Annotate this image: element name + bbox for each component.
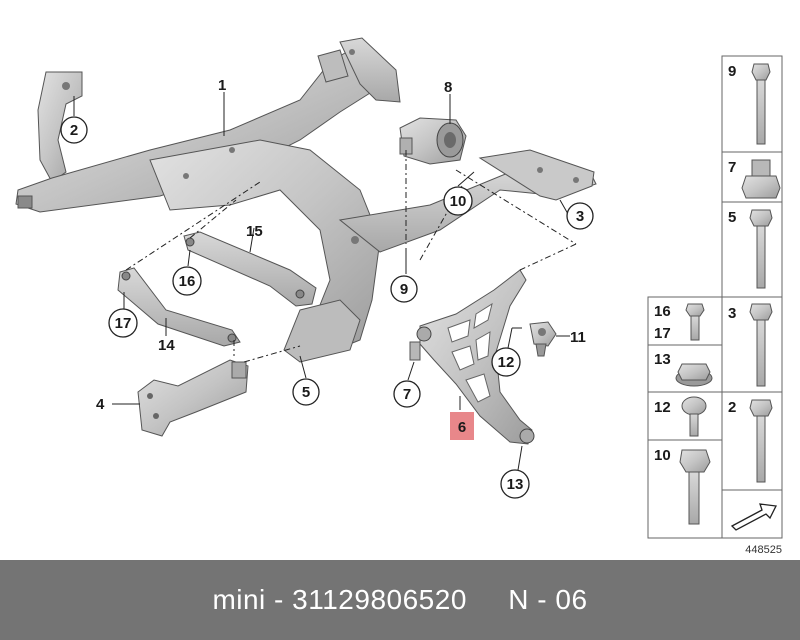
callout-9: 9	[390, 275, 418, 303]
callout-10: 10	[443, 186, 473, 216]
svg-text:5: 5	[302, 384, 310, 401]
nut-7-icon	[741, 159, 781, 199]
callout-13: 13	[500, 469, 530, 499]
footer-position-code: N - 06	[508, 584, 588, 615]
footer-separator: -	[265, 584, 293, 615]
svg-text:12: 12	[498, 354, 515, 371]
bolt-16-17-icon	[685, 303, 705, 341]
callout-2: 2	[60, 116, 88, 144]
svg-text:16: 16	[179, 273, 196, 290]
side-label-5: 5	[728, 209, 736, 226]
parts-diagram: 1 2 8 10 3 15 16 9 17 14 4 5 7 6	[15, 37, 783, 556]
side-label-7: 7	[728, 159, 736, 176]
side-label-3: 3	[728, 305, 736, 322]
svg-text:7: 7	[403, 386, 411, 403]
subframe-part[interactable]	[15, 37, 597, 363]
callout-15: 15	[246, 223, 263, 240]
side-label-12: 12	[654, 399, 671, 416]
footer-gap	[467, 584, 508, 616]
ball-joint-part[interactable]	[529, 321, 557, 357]
footer-brand: mini	[212, 584, 266, 615]
callout-4: 4	[96, 396, 105, 413]
callout-14: 14	[158, 337, 175, 354]
side-label-9: 9	[728, 63, 736, 80]
bolt-9-icon	[751, 63, 771, 145]
callout-1: 1	[218, 77, 226, 94]
callout-3: 3	[566, 202, 594, 230]
svg-text:2: 2	[70, 122, 78, 139]
callout-6-highlighted: 6	[450, 412, 474, 440]
support-4-part[interactable]	[137, 359, 249, 437]
direction-arrow-icon	[726, 494, 778, 534]
side-label-13: 13	[654, 351, 671, 368]
leader-lines	[73, 92, 570, 471]
side-label-10: 10	[654, 447, 671, 464]
svg-text:17: 17	[115, 315, 132, 332]
svg-text:10: 10	[450, 193, 467, 210]
control-arm-part[interactable]	[409, 269, 535, 445]
bracket-15-part[interactable]	[183, 231, 317, 307]
bolt-2-icon	[749, 399, 773, 483]
callout-17: 17	[108, 308, 138, 338]
svg-text:6: 6	[458, 419, 466, 436]
footer-part-number: 31129806520	[292, 584, 467, 615]
fastener-side-panel: 9 7 5 3 2	[647, 55, 783, 539]
part-footer-bar: mini - 31129806520 N - 06	[0, 560, 800, 640]
svg-text:9: 9	[400, 281, 408, 298]
svg-text:3: 3	[576, 208, 584, 225]
callout-16: 16	[172, 266, 202, 296]
bolt-12-icon	[681, 396, 707, 437]
callout-12: 12	[491, 347, 521, 377]
bolt-5-icon	[749, 209, 773, 289]
svg-text:13: 13	[507, 476, 524, 493]
callout-7: 7	[393, 380, 421, 408]
bracket-14-part[interactable]	[117, 267, 241, 347]
side-label-17: 17	[654, 325, 671, 342]
bolt-10-icon	[679, 449, 711, 525]
callout-11: 11	[570, 329, 586, 346]
callout-5: 5	[292, 378, 320, 406]
side-label-16: 16	[654, 303, 671, 320]
bolt-3-icon	[749, 303, 773, 387]
callout-8: 8	[444, 79, 452, 96]
bushing-part[interactable]	[399, 117, 467, 165]
diagram-reference-number: 448525	[745, 544, 782, 556]
side-label-2: 2	[728, 399, 736, 416]
nut-13-icon	[675, 363, 713, 387]
